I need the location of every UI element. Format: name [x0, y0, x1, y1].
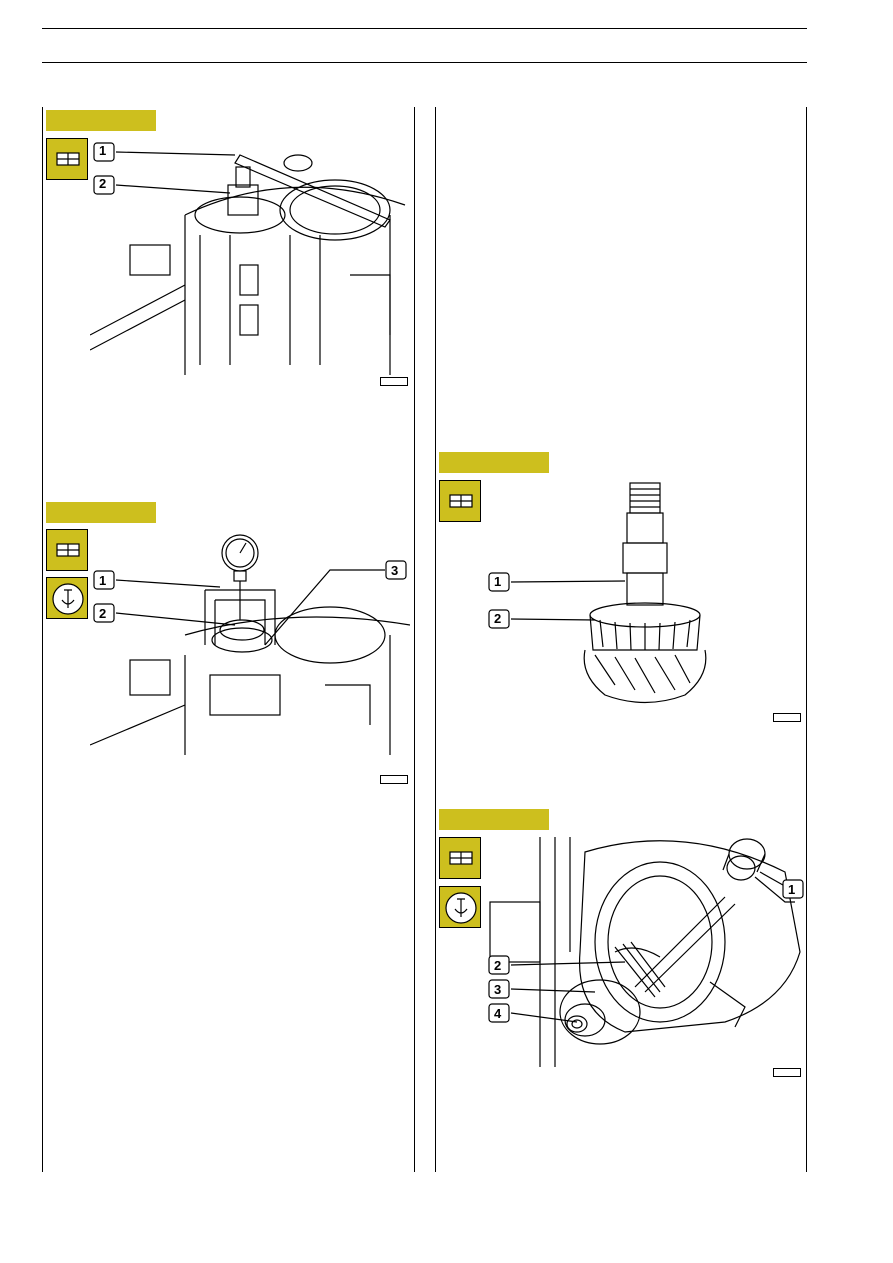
figure-d-illustration	[488, 837, 804, 1067]
callout-2: 2	[99, 606, 107, 621]
assembly-icon	[46, 529, 88, 571]
measure-icon	[439, 886, 481, 928]
figure-number-bar	[46, 110, 156, 131]
assembly-icon	[439, 837, 481, 879]
figure-number-bar	[439, 809, 549, 830]
left-column-right-border	[414, 107, 415, 1172]
figure-number-bar	[46, 502, 156, 523]
figure-tag	[380, 377, 408, 386]
figure-tag	[773, 713, 801, 722]
callout-4: 4	[494, 1006, 502, 1021]
left-column-left-border	[42, 107, 43, 1172]
figure-tag	[380, 775, 408, 784]
right-column-left-border	[435, 107, 436, 1172]
assembly-icon	[46, 138, 88, 180]
callout-3: 3	[391, 563, 399, 578]
callout-3: 3	[494, 982, 502, 997]
figure-b-illustration	[90, 534, 410, 755]
callout-1: 1	[494, 574, 502, 589]
header-top-rule	[42, 28, 807, 29]
callout-2: 2	[494, 958, 502, 973]
callout-1: 1	[99, 573, 107, 588]
callout-1: 1	[788, 882, 796, 897]
measure-icon	[46, 577, 88, 619]
figure-c-illustration	[488, 482, 707, 704]
callout-2: 2	[494, 611, 502, 626]
figure-tag	[773, 1068, 801, 1077]
header-bottom-rule	[42, 62, 807, 63]
figure-a-illustration	[90, 142, 406, 375]
callout-1: 1	[99, 143, 107, 158]
assembly-icon	[439, 480, 481, 522]
callout-2: 2	[99, 176, 107, 191]
right-column-right-border	[806, 107, 807, 1172]
figure-number-bar	[439, 452, 549, 473]
